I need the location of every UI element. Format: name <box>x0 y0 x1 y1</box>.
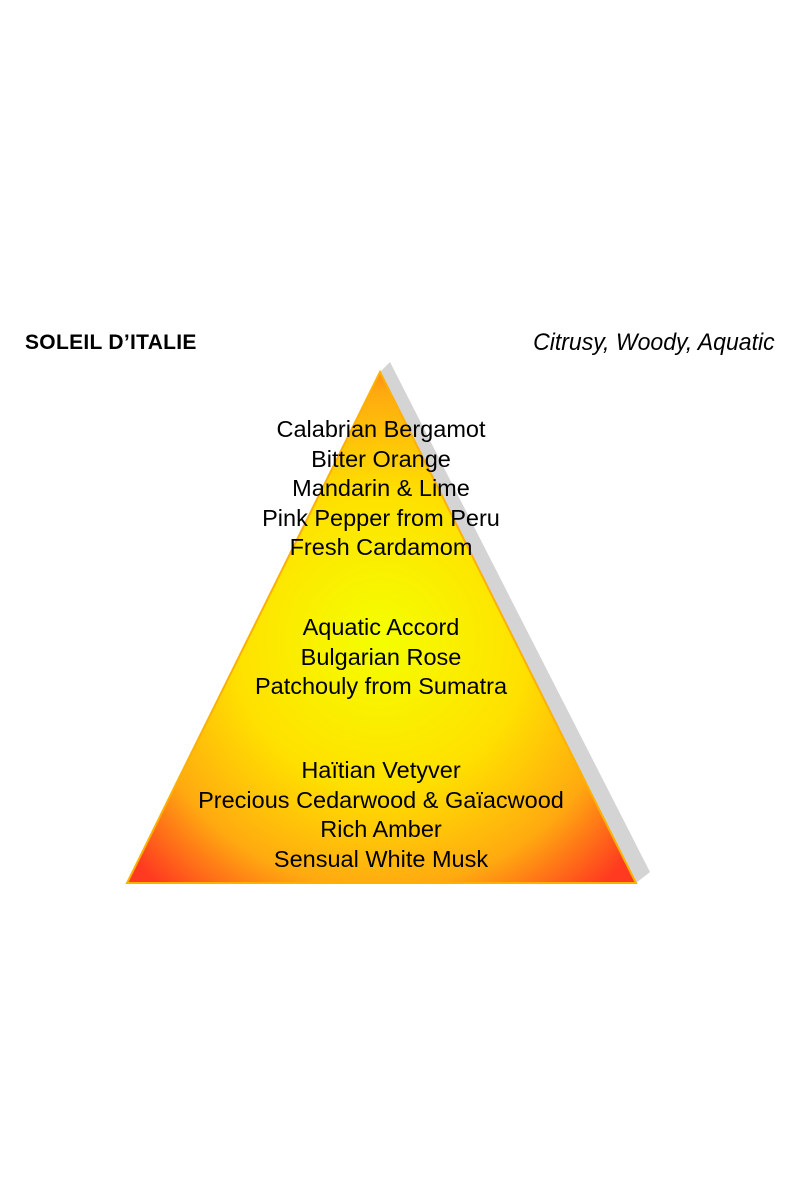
note: Mandarin & Lime <box>292 475 470 501</box>
note: Bulgarian Rose <box>300 643 462 670</box>
note: Haïtian Vetyver <box>301 757 461 783</box>
note: Fresh Cardamom <box>289 534 473 560</box>
top-notes: Calabrian Bergamot Bitter Orange Mandari… <box>131 415 631 563</box>
pyramid-triangle <box>125 369 638 884</box>
note: Bitter Orange <box>311 445 451 472</box>
note: Calabrian Bergamot <box>276 416 486 442</box>
note: Precious Cedarwood & Gaïacwood <box>198 786 564 813</box>
base-notes: Haïtian Vetyver Precious Cedarwood & Gaï… <box>131 756 631 874</box>
note: Sensual White Musk <box>273 845 489 872</box>
fragrance-family: Citrusy, Woody, Aquatic <box>533 329 775 356</box>
pyramid-shadow <box>380 362 650 883</box>
fragrance-name: SOLEIL D’ITALIE <box>25 331 197 354</box>
note: Patchouly from Sumatra <box>254 673 508 699</box>
heart-notes: Aquatic Accord Bulgarian Rose Patchouly … <box>131 613 631 702</box>
note: Rich Amber <box>320 816 442 842</box>
note: Aquatic Accord <box>302 614 460 640</box>
note: Pink Pepper from Peru <box>262 504 500 531</box>
